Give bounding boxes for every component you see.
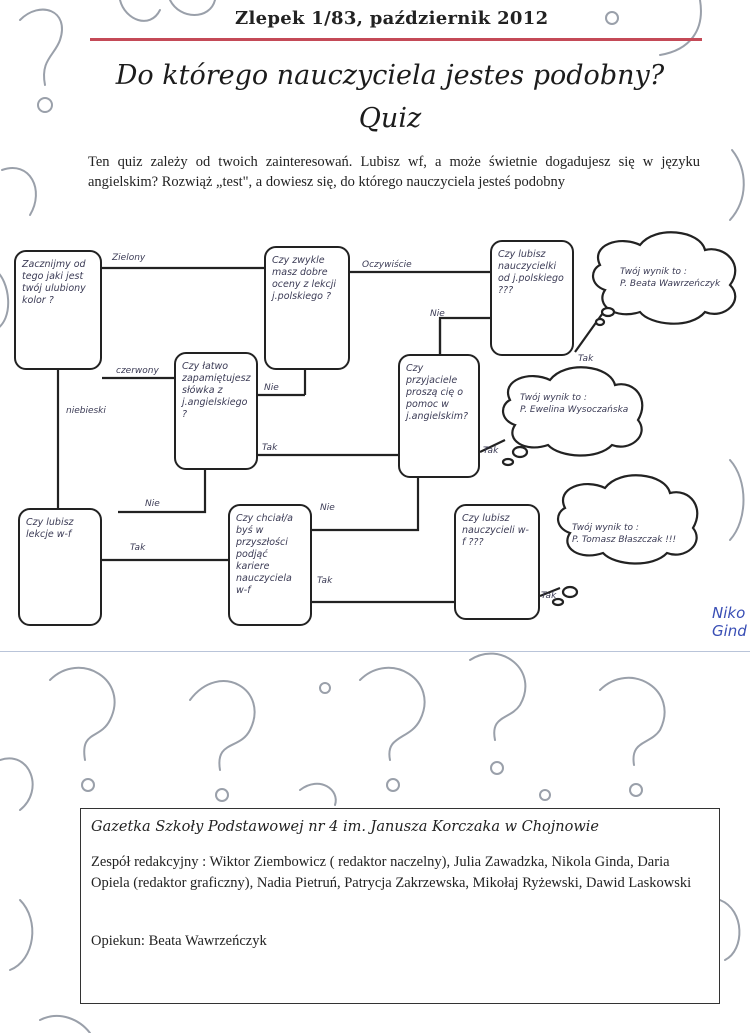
editorial-team: Zespół redakcyjny : Wiktor Ziembowicz ( …	[91, 854, 692, 891]
result-2-name: P. Ewelina Wysoczańska	[520, 405, 629, 415]
result-2: Twój wynik to : P. Ewelina Wysoczańska	[520, 392, 640, 416]
intro-paragraph: Ten quiz zależy od twoich zainteresowań.…	[88, 154, 700, 190]
question-box-pe-lessons: Czy lubisz lekcje w-f	[18, 508, 102, 626]
newspaper-title: Gazetka Szkoły Podstawowej nr 4 im. Janu…	[91, 819, 599, 835]
question-box-pe-teachers: Czy lubisz nauczycieli w-f ???	[454, 504, 540, 620]
result-2-prefix: Twój wynik to :	[520, 393, 587, 403]
result-1: Twój wynik to : P. Beata Wawrzeńczyk	[620, 266, 745, 290]
label-no: Nie	[430, 309, 445, 319]
label-yes: Tak	[578, 354, 594, 364]
result-1-name: P. Beata Wawrzeńczyk	[620, 279, 721, 289]
result-3: Twój wynik to : P. Tomasz Błaszczak !!!	[572, 522, 697, 546]
question-box-pe-career: Czy chciał/a byś w przyszłości podjąć ka…	[228, 504, 312, 626]
label-no: Nie	[145, 499, 160, 509]
label-no: Nie	[320, 503, 335, 513]
label-blue: niebieski	[66, 406, 106, 416]
label-no: Nie	[264, 383, 279, 393]
page-subtitle: Quiz	[358, 103, 422, 134]
author-signature: Niko Gind	[712, 604, 747, 640]
issue-header: Zlepek 1/83, październik 2012	[235, 8, 549, 29]
label-red: czerwony	[116, 366, 159, 376]
result-1-prefix: Twój wynik to :	[620, 267, 687, 277]
question-box-english-help: Czy przyjaciele proszą cię o pomoc w j.a…	[398, 354, 480, 478]
header-divider	[90, 38, 702, 41]
page-title: Do którego nauczyciela jestes podobny?	[115, 60, 665, 91]
section-divider	[0, 651, 750, 652]
question-box-polish-grades: Czy zwykle masz dobre oceny z lekcji j.p…	[264, 246, 350, 370]
guardian-line: Opiekun: Beata Wawrzeńczyk	[91, 933, 267, 949]
label-green: Zielony	[112, 253, 146, 263]
label-yes: Tak	[541, 591, 557, 601]
label-yes: Tak	[262, 443, 278, 453]
label-yes: Tak	[130, 543, 146, 553]
question-box-english-words: Czy łatwo zapamiętujesz słówka z j.angie…	[174, 352, 258, 470]
result-3-prefix: Twój wynik to :	[572, 523, 639, 533]
result-3-name: P. Tomasz Błaszczak !!!	[572, 535, 677, 545]
label-yes: Tak	[317, 576, 333, 586]
question-box-polish-teachers: Czy lubisz nauczycielki od j.polskiego ?…	[490, 240, 574, 356]
label-of-course: Oczywiście	[362, 260, 412, 270]
editorial-box: Gazetka Szkoły Podstawowej nr 4 im. Janu…	[80, 808, 720, 1004]
label-yes: Tak	[483, 446, 499, 456]
question-box-favourite-colour: Zacznijmy od tego jaki jest twój ulubion…	[14, 250, 102, 370]
